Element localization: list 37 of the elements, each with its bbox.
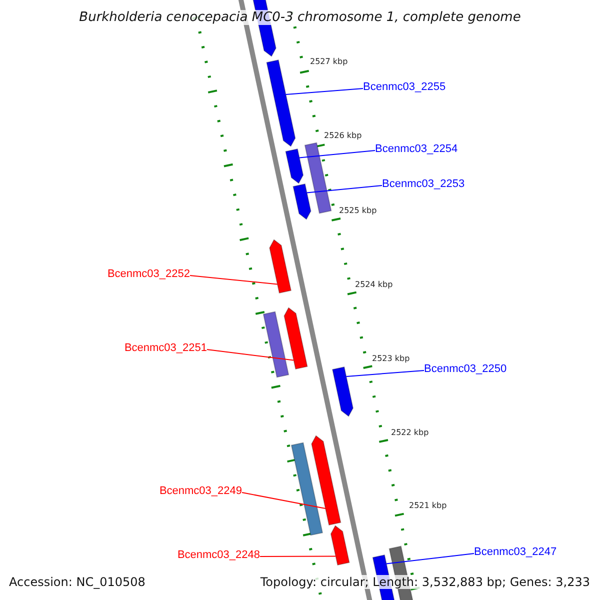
leader-line bbox=[285, 88, 364, 95]
leader-line bbox=[346, 370, 424, 377]
gene-block bbox=[284, 307, 308, 370]
feature-bar bbox=[290, 442, 324, 536]
gene-label: Bcenmc03_2252 bbox=[107, 269, 190, 280]
gene-block bbox=[292, 183, 312, 220]
leader-line bbox=[242, 492, 326, 510]
gene-label: Bcenmc03_2255 bbox=[363, 82, 446, 93]
gene-block bbox=[330, 525, 350, 566]
gene-label: Bcenmc03_2251 bbox=[124, 343, 207, 354]
gene-block bbox=[266, 59, 296, 147]
leader-line bbox=[298, 150, 376, 158]
leader-line bbox=[206, 349, 294, 361]
scale-label: 2521 kbp bbox=[409, 502, 447, 510]
gene-label: Bcenmc03_2248 bbox=[177, 550, 260, 561]
scale-label: 2525 kbp bbox=[339, 207, 377, 215]
scale-label: 2523 kbp bbox=[372, 355, 410, 363]
scale-label: 2524 kbp bbox=[355, 281, 393, 289]
accession-text: Accession: NC_010508 bbox=[7, 575, 148, 589]
gene-label: Bcenmc03_2253 bbox=[382, 179, 465, 190]
gene-block bbox=[269, 239, 292, 294]
scale-label: 2526 kbp bbox=[324, 132, 362, 140]
title: Burkholderia cenocepacia MC0-3 chromosome 1, complete genome bbox=[77, 10, 523, 25]
scale-label: 2527 kbp bbox=[310, 58, 348, 66]
feature-bar bbox=[304, 142, 332, 214]
genome-info: Topology: circular; Length: 3,532,883 bp; Genes: 3,233 bbox=[258, 575, 592, 589]
gene-label: Bcenmc03_2247 bbox=[474, 547, 557, 558]
gene-label: Bcenmc03_2254 bbox=[375, 144, 458, 155]
feature-bar bbox=[262, 311, 290, 378]
leader-line bbox=[260, 556, 336, 557]
leader-line bbox=[190, 275, 278, 285]
scale-label: 2522 kbp bbox=[391, 429, 429, 437]
leader-line bbox=[306, 185, 382, 194]
gene-block bbox=[332, 366, 354, 417]
gene-label: Bcenmc03_2249 bbox=[159, 486, 242, 497]
gene-block bbox=[311, 435, 342, 526]
gene-label: Bcenmc03_2250 bbox=[424, 364, 507, 375]
